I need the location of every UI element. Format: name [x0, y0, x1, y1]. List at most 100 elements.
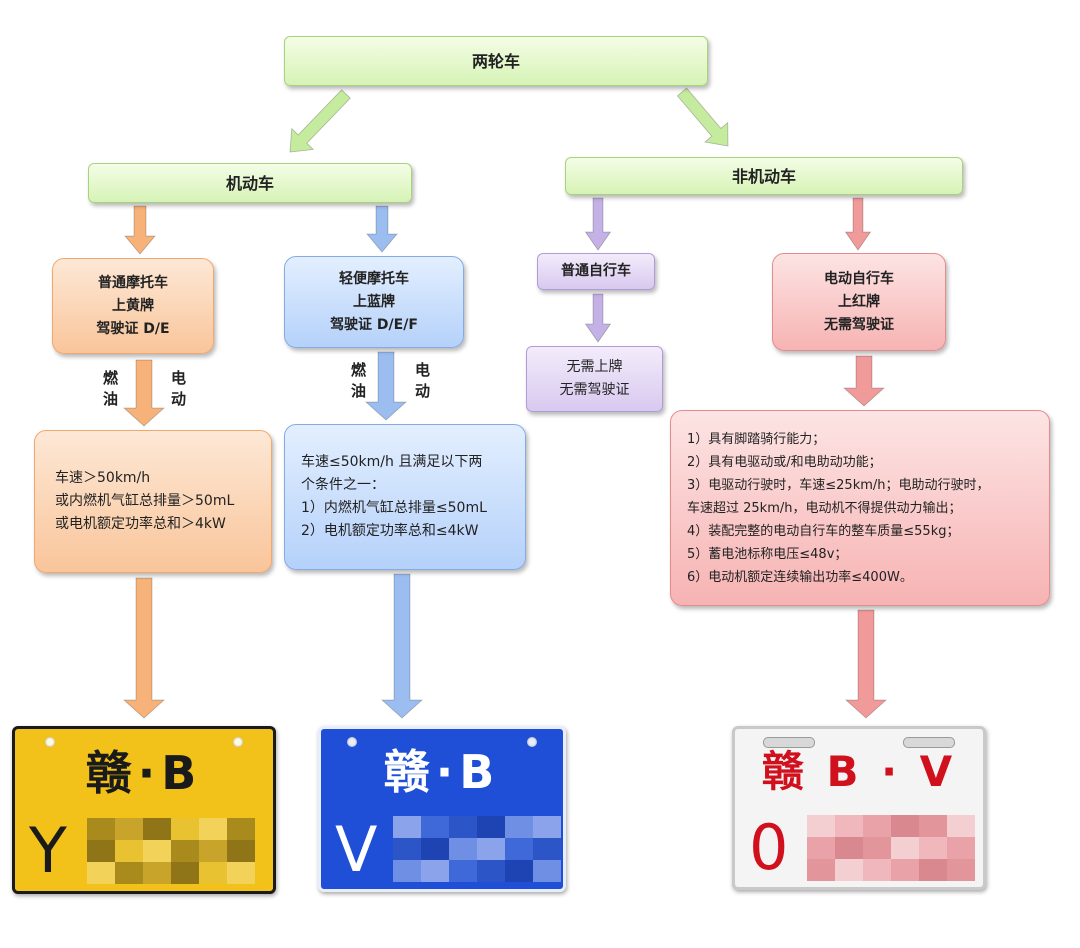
light-motorcycle-rule-line: 2）电机额定功率总和≤4kW — [301, 523, 479, 539]
mosaic-cell — [143, 861, 171, 884]
arrow-light-rule-to-plate — [380, 573, 424, 719]
light-motorcycle-line: 驾驶证 D/E/F — [330, 316, 418, 333]
mosaic-cell — [199, 839, 227, 862]
mosaic-cell — [87, 817, 115, 840]
arrow-regular-to-rule — [122, 359, 166, 427]
mosaic-cell — [393, 860, 421, 882]
mosaic-cell — [421, 816, 449, 838]
mosaic-cell — [115, 839, 143, 862]
regular-motorcycle-rule-node: 车速＞50km/h 或内燃机气缸总排量＞50mL 或电机额定功率总和＞4kW — [34, 430, 272, 573]
mosaic-cell — [449, 816, 477, 838]
arrow-bicycle-to-rule — [584, 293, 612, 343]
arrow-ebike-rule-to-plate — [844, 609, 888, 719]
non-motor-vehicle-label: 非机动车 — [731, 166, 796, 186]
light-motorcycle-rule-line: 1）内燃机气缸总排量≤50mL — [301, 500, 487, 516]
root-node: 两轮车 — [284, 36, 708, 86]
mosaic-cell — [227, 839, 255, 862]
mosaic-cell — [947, 858, 975, 881]
mosaic-cell — [533, 816, 561, 838]
light-motorcycle-rule-line: 个条件之一： — [301, 477, 385, 493]
mosaic-cell — [807, 836, 835, 859]
bicycle-label: 普通自行车 — [561, 263, 631, 279]
mosaic-cell — [171, 839, 199, 862]
mosaic-cell — [199, 861, 227, 884]
mosaic-cell — [891, 858, 919, 881]
mosaic-cell — [421, 860, 449, 882]
mosaic-cell — [891, 836, 919, 859]
ebike-rule-line: 4）装配完整的电动自行车的整车质量≤55kg； — [687, 523, 960, 539]
mosaic-cell — [947, 836, 975, 859]
ebike-rule-line: 2）具有电驱动或/和电助动功能； — [687, 454, 882, 470]
ebike-line: 电动自行车 — [824, 270, 894, 287]
mosaic-cell — [919, 836, 947, 859]
red-license-plate: 赣 B · V 0 — [732, 726, 986, 890]
mosaic-cell — [171, 817, 199, 840]
arrow-root-to-motor — [289, 89, 351, 153]
electric-label-right: 电动 — [413, 362, 431, 404]
mosaic-cell — [863, 858, 891, 881]
bicycle-node: 普通自行车 — [537, 253, 655, 290]
mosaic-cell — [477, 860, 505, 882]
light-motorcycle-rule-node: 车速≤50km/h 且满足以下两 个条件之一： 1）内燃机气缸总排量≤50mL … — [284, 424, 526, 570]
mosaic-cell — [421, 838, 449, 860]
light-motorcycle-line: 轻便摩托车 — [339, 270, 409, 287]
fuel-label-right: 燃油 — [349, 362, 367, 404]
regular-motorcycle-rule-line: 或内燃机气缸总排量＞50mL — [55, 493, 235, 509]
mosaic-cell — [891, 814, 919, 837]
ebike-rule-line: 5）蓄电池标称电压≤48v； — [687, 546, 848, 562]
mosaic-cell — [919, 814, 947, 837]
mosaic-cell — [449, 860, 477, 882]
red-plate-letter: 0 — [749, 811, 789, 884]
root-label: 两轮车 — [471, 51, 520, 71]
arrow-nonmotor-to-ebike — [844, 197, 872, 251]
regular-motorcycle-rule-line: 或电机额定功率总和＞4kW — [55, 516, 226, 532]
ebike-rule-line: 车速超过 25km/h，电动机不得提供动力输出； — [687, 500, 962, 516]
yellow-plate-region-code: 赣·B — [85, 745, 203, 800]
light-motorcycle-rule-line: 车速≤50km/h 且满足以下两 — [301, 454, 483, 470]
mosaic-cell — [533, 838, 561, 860]
non-motor-vehicle-node: 非机动车 — [565, 157, 963, 195]
electric-label-left: 电动 — [169, 370, 187, 412]
mosaic-cell — [947, 814, 975, 837]
mosaic-cell — [863, 814, 891, 837]
mosaic-cell — [477, 838, 505, 860]
regular-motorcycle-node: 普通摩托车 上黄牌 驾驶证 D/E — [52, 258, 214, 354]
red-plate-mosaic — [807, 814, 975, 881]
mosaic-cell — [533, 860, 561, 882]
mosaic-cell — [115, 861, 143, 884]
mosaic-cell — [143, 839, 171, 862]
bicycle-rule-line: 无需上牌 — [566, 359, 623, 375]
mosaic-cell — [835, 814, 863, 837]
mosaic-cell — [449, 838, 477, 860]
mosaic-cell — [863, 836, 891, 859]
mosaic-cell — [835, 836, 863, 859]
arrow-ebike-to-rule — [842, 355, 886, 407]
regular-motorcycle-rule-line: 车速＞50km/h — [55, 470, 151, 486]
mosaic-cell — [393, 838, 421, 860]
mosaic-cell — [919, 858, 947, 881]
ebike-rule-line: 3）电驱动行驶时，车速≤25km/h；电助动行驶时， — [687, 477, 990, 493]
mosaic-cell — [199, 817, 227, 840]
mosaic-cell — [505, 860, 533, 882]
mosaic-cell — [115, 817, 143, 840]
ebike-rule-line: 6）电动机额定连续输出功率≤400W。 — [687, 569, 913, 585]
arrow-motor-to-light — [366, 205, 398, 253]
arrow-regular-rule-to-plate — [122, 577, 166, 719]
arrow-root-to-nonmotor — [676, 87, 729, 147]
ebike-node: 电动自行车 上红牌 无需驾驶证 — [772, 253, 946, 351]
ebike-line: 上红牌 — [838, 293, 880, 310]
regular-motorcycle-line: 驾驶证 D/E — [96, 320, 170, 337]
red-plate-region-code: 赣 B · V — [761, 747, 957, 796]
blue-license-plate: 赣·B V — [318, 726, 566, 892]
mosaic-cell — [87, 839, 115, 862]
regular-motorcycle-line: 普通摩托车 — [98, 274, 168, 291]
motor-vehicle-label: 机动车 — [225, 173, 274, 193]
mosaic-cell — [143, 817, 171, 840]
mosaic-cell — [807, 814, 835, 837]
yellow-plate-letter: Y — [29, 814, 67, 887]
blue-plate-region-code: 赣·B — [383, 745, 501, 799]
arrow-light-to-rule — [364, 351, 408, 421]
mosaic-cell — [477, 816, 505, 838]
bicycle-rule-line: 无需驾驶证 — [559, 382, 630, 398]
